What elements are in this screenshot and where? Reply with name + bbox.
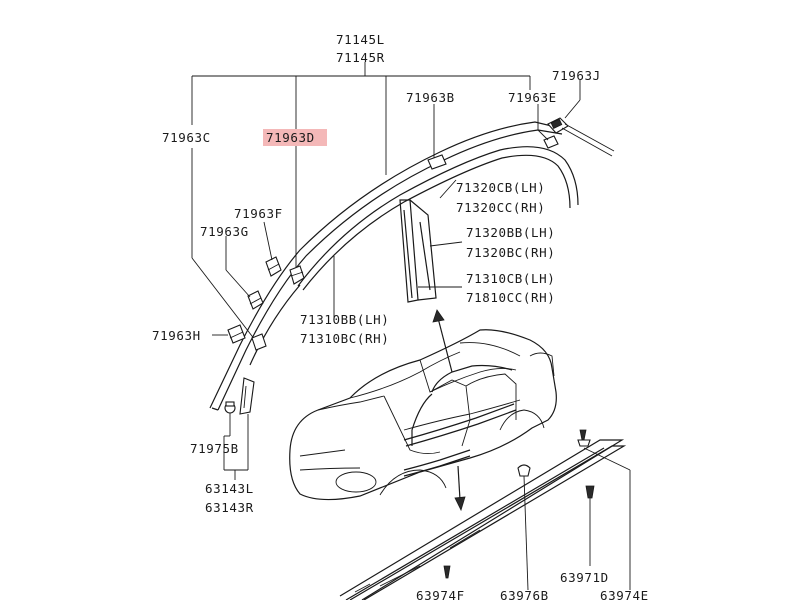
clip-71963h (212, 324, 246, 344)
label-71963f: 71963F (234, 206, 283, 221)
label-63971d: 63971D (560, 570, 609, 585)
label-71320cb: 71320CB(LH) (456, 180, 545, 195)
clip-71963e (537, 104, 559, 149)
bracket-71145 (191, 62, 531, 175)
label-71975b: 71975B (190, 441, 239, 456)
label-71310bb: 71310BB(LH) (300, 312, 389, 327)
label-71310cc: 71810CC(RH) (466, 290, 555, 305)
clip-71963d (289, 125, 305, 285)
pillar-pieces (399, 199, 437, 303)
car-outline (289, 329, 557, 501)
label-71963b: 71963B (406, 90, 455, 105)
garnish-63143 (239, 377, 255, 470)
leader-71963c (191, 148, 267, 351)
label-71963e: 71963E (508, 90, 557, 105)
label-63974e: 63974E (600, 588, 649, 600)
label-71320bb: 71320BB(LH) (466, 225, 555, 240)
clip-71963f (263, 221, 282, 277)
sill-clips (443, 429, 631, 591)
label-71963g: 71963G (200, 224, 249, 239)
pillar-leaders (418, 179, 463, 288)
roof-moulding (209, 121, 563, 411)
lower-brackets (223, 436, 248, 480)
highlight-71963d (263, 129, 327, 146)
label-71320bc: 71320BC(RH) (466, 245, 555, 260)
label-71310bc: 71310BC(RH) (300, 331, 389, 346)
moulding-71310bb (249, 284, 301, 366)
label-63143r: 63143R (205, 500, 254, 515)
label-71963c: 71963C (162, 130, 211, 145)
label-71320cc: 71320CC(RH) (456, 200, 545, 215)
clip-71975b (224, 401, 236, 437)
label-63976b: 63976B (500, 588, 549, 600)
arrows (432, 309, 466, 512)
label-63143l: 63143L (205, 481, 254, 496)
label-71963j: 71963J (552, 68, 601, 83)
clip-71963j (547, 80, 615, 157)
label-71145l: 71145L (336, 32, 385, 47)
clip-71963g (225, 236, 264, 310)
label-63974f: 63974F (416, 588, 465, 600)
label-71963h: 71963H (152, 328, 201, 343)
label-71963d: 71963D (266, 130, 315, 145)
clip-71963b (427, 104, 447, 170)
side-sill (339, 439, 627, 600)
label-71310cb: 71310CB(LH) (466, 271, 555, 286)
label-71145r: 71145R (336, 50, 385, 65)
labels: 71145L 71145R 71963J 71963B 71963E 71963… (152, 32, 649, 600)
moulding-71320cb (297, 146, 579, 291)
